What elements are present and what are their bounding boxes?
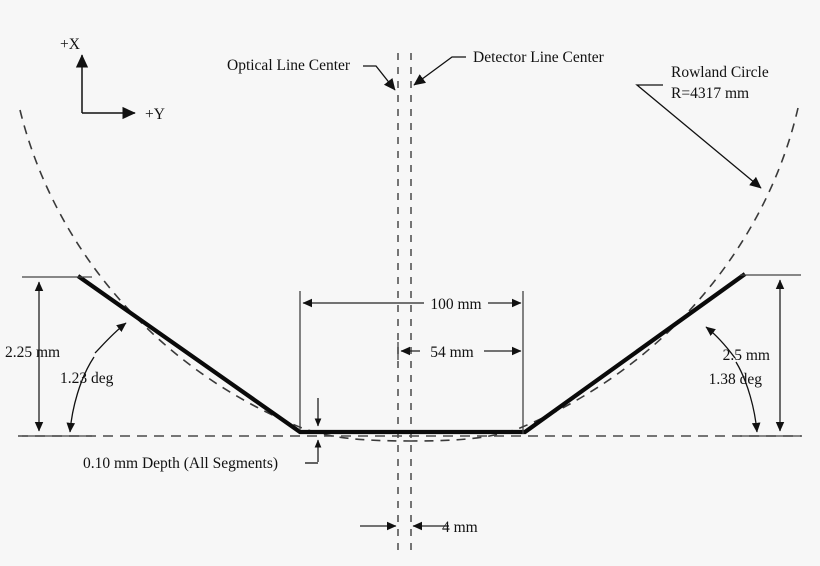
depth-note-label: 0.10 mm Depth (All Segments) — [83, 455, 278, 472]
right-angle-value: 1.38 deg — [709, 371, 763, 388]
outer-span-value: 100 mm — [430, 296, 481, 313]
optical-line-center-label: Optical Line Center — [227, 57, 351, 74]
center-gap-dimension: 4 mm — [360, 519, 478, 536]
rowland-circle-label: Rowland Circle — [671, 64, 769, 81]
rowland-circle-leader — [635, 84, 762, 189]
rowland-circle-callout: Rowland Circle R=4317 mm — [635, 64, 769, 189]
right-angle-leader-down — [735, 361, 761, 433]
detector-line-center-callout: Detector Line Center — [413, 49, 605, 86]
optical-line-center-callout: Optical Line Center — [227, 57, 396, 91]
right-angle-leader-up — [705, 326, 736, 359]
inner-span-dimension: 54 mm — [397, 342, 522, 361]
right-height-value: 2.5 mm — [723, 347, 770, 364]
outer-span-dimension: 100 mm — [299, 291, 524, 434]
left-height-value: 2.25 mm — [5, 344, 60, 361]
center-gap-value: 4 mm — [442, 519, 478, 536]
inner-span-value: 54 mm — [430, 344, 474, 361]
left-angle-dimension: 1.23 deg — [60, 322, 127, 433]
optical-line-center-leader — [363, 65, 396, 91]
coordinate-axes: +X +Y — [60, 36, 165, 123]
detector-line-center-leader — [413, 56, 466, 86]
x-axis-label: +X — [60, 36, 80, 53]
right-height-dimension: 2.5 mm — [723, 274, 801, 437]
rowland-arc-left — [19, 109, 412, 442]
left-angle-leader-down — [66, 356, 95, 433]
rowland-circle-arcs — [19, 107, 799, 442]
left-angle-leader-up — [94, 322, 127, 354]
right-angle-dimension: 1.38 deg — [705, 326, 763, 433]
left-height-dimension: 2.25 mm — [5, 276, 92, 437]
rowland-arc-right — [410, 107, 799, 442]
rowland-circle-radius-label: R=4317 mm — [671, 85, 749, 102]
depth-note-group: 0.10 mm Depth (All Segments) — [83, 398, 322, 472]
grating-profile-outline — [76, 272, 747, 435]
detector-line-center-label: Detector Line Center — [473, 49, 605, 66]
y-axis-label: +Y — [145, 106, 165, 123]
left-angle-value: 1.23 deg — [60, 370, 114, 387]
